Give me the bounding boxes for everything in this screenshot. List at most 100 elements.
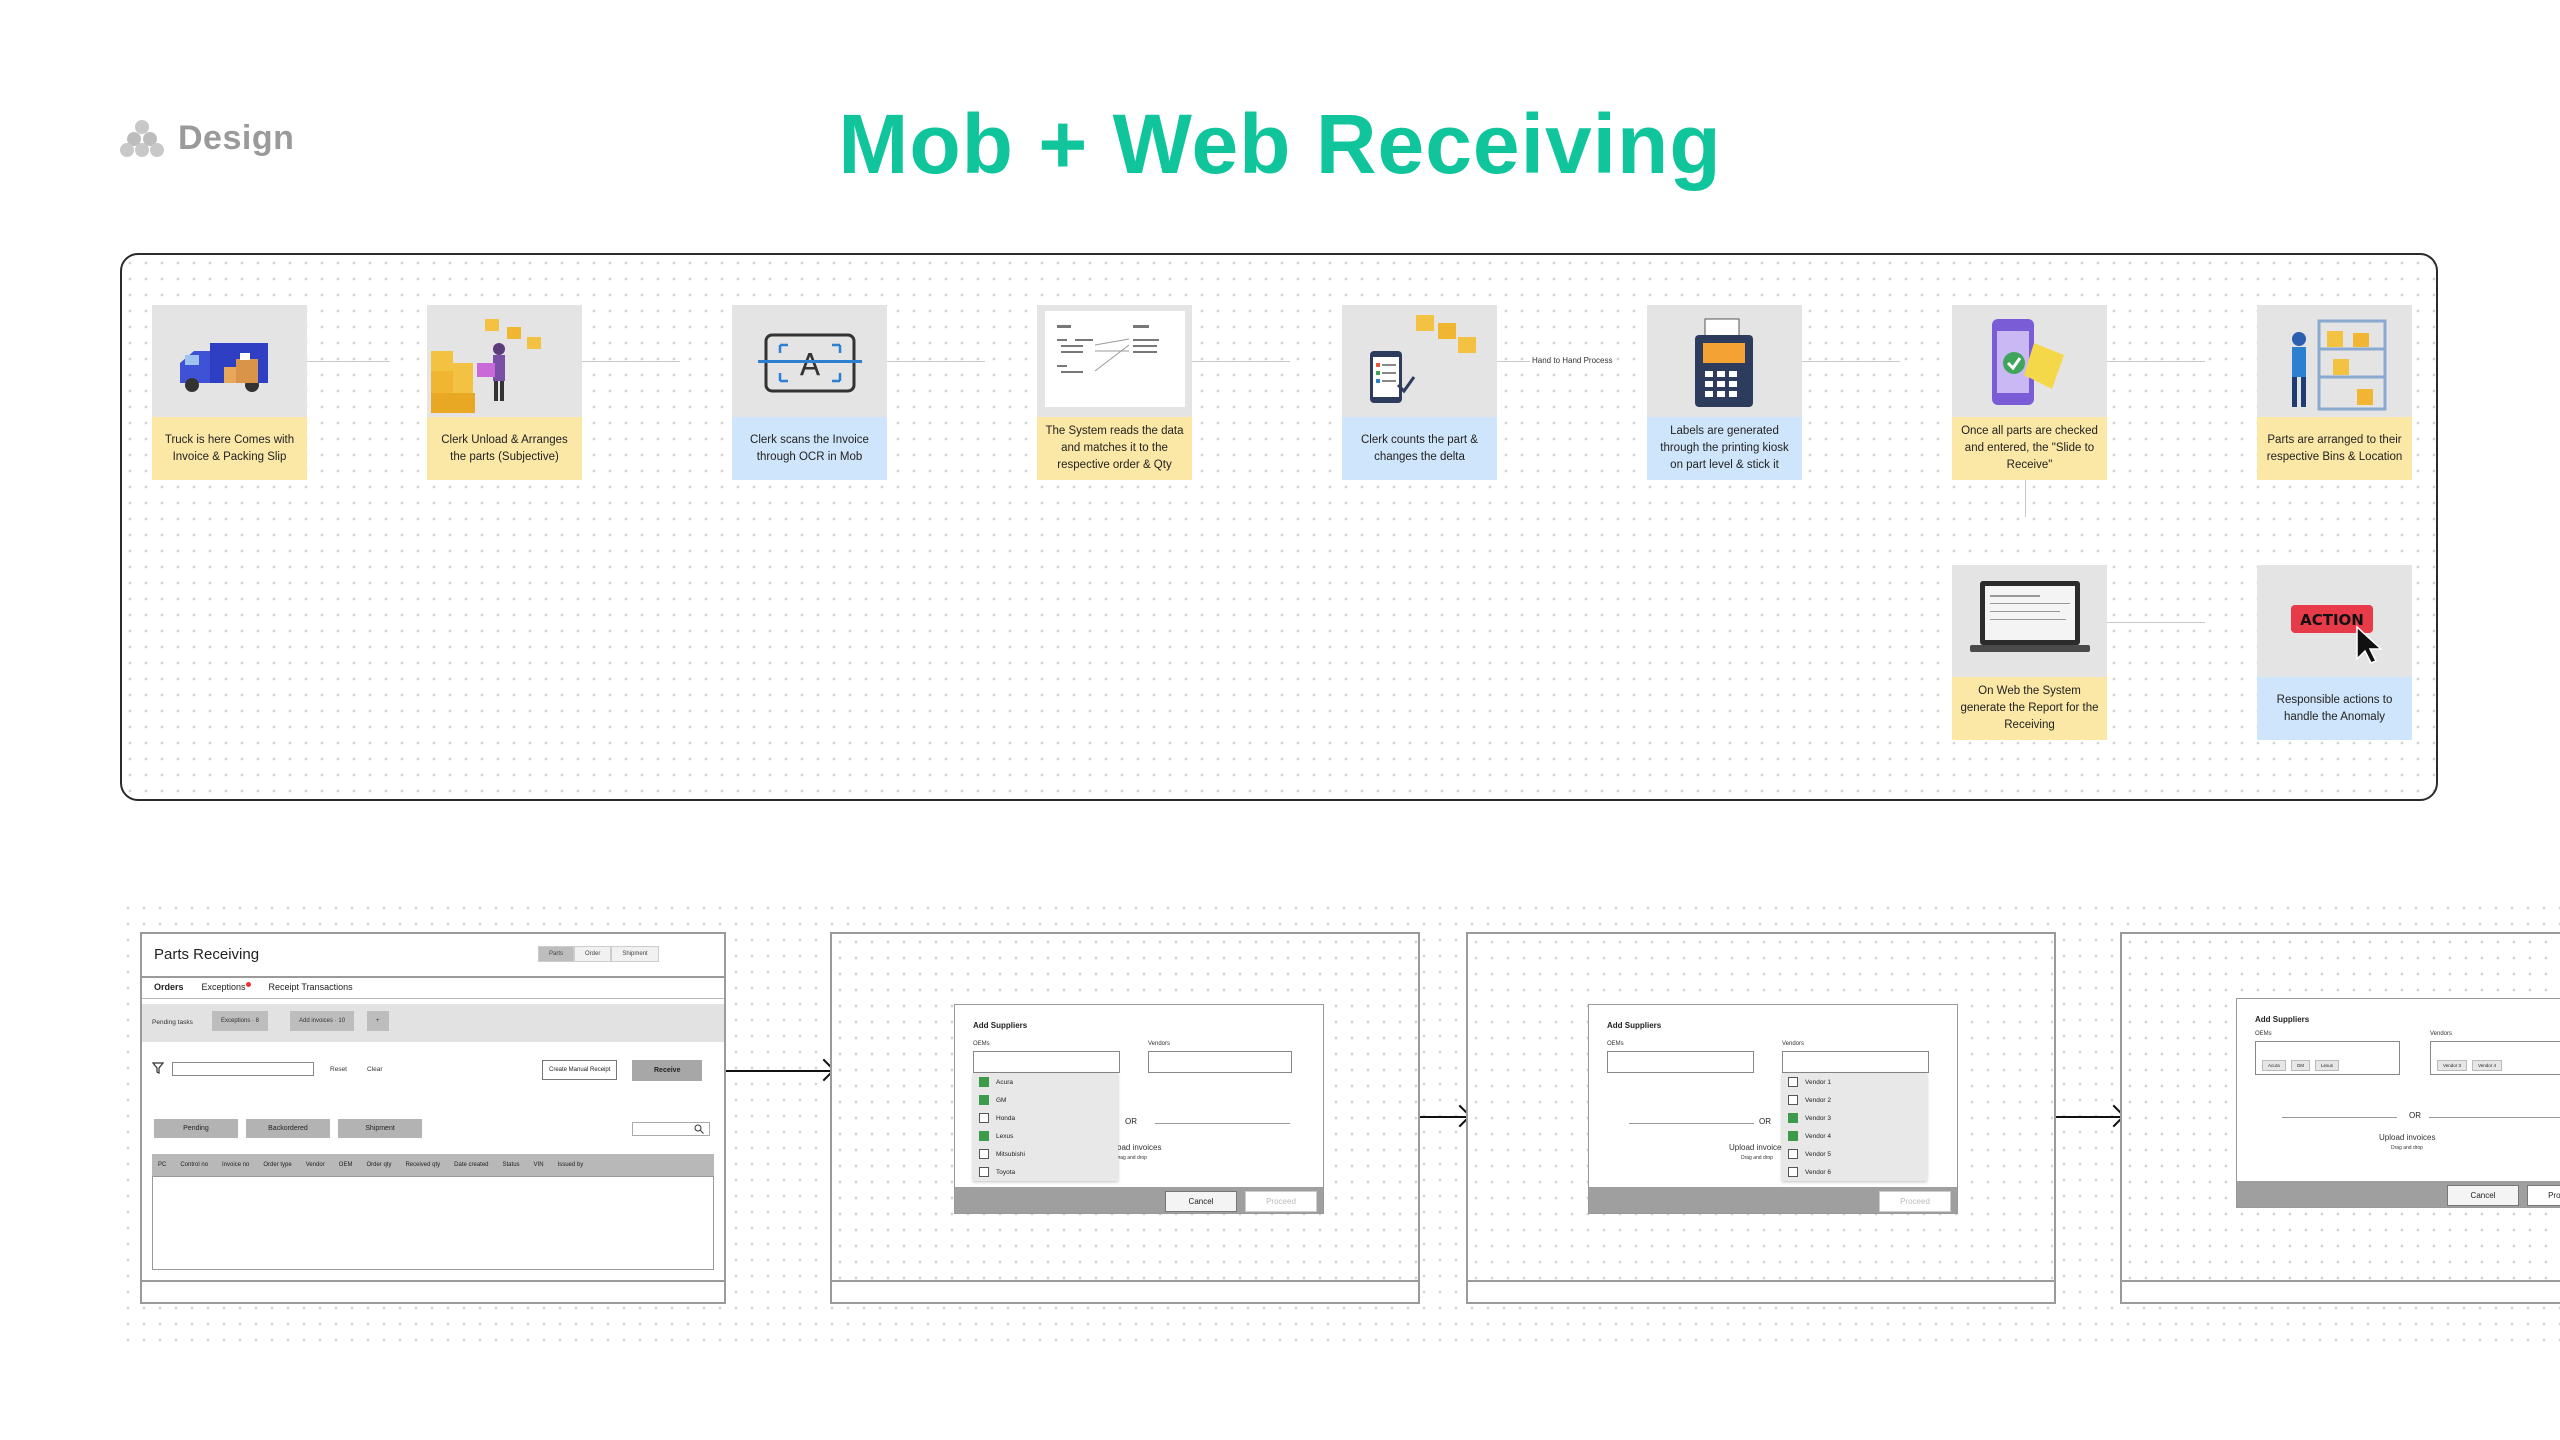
divider <box>142 976 724 978</box>
design-logo-icon <box>120 120 164 157</box>
option-label: Toyota <box>996 1168 1016 1176</box>
receive-button[interactable]: Receive <box>632 1060 703 1081</box>
oems-select[interactable] <box>973 1051 1120 1073</box>
col-header: Control no <box>180 1162 209 1168</box>
tab-exceptions[interactable]: Exceptions <box>202 982 251 992</box>
wireframe-add-suppliers-vendors: Add Suppliers OEMs Vendors OR Upload inv… <box>1466 932 2056 1304</box>
upload-sub: Drag and drop <box>1741 1155 1773 1161</box>
vendors-select[interactable] <box>1782 1051 1929 1073</box>
exceptions-chip[interactable]: Exceptions · 8 <box>212 1011 269 1031</box>
oems-select[interactable]: Acura GM Lexus <box>2255 1041 2400 1075</box>
connector-line <box>2107 622 2205 623</box>
upload-label[interactable]: Upload invoices <box>2379 1133 2436 1142</box>
filter-icon[interactable] <box>152 1062 164 1074</box>
upload-sub: Drag and drop <box>2391 1145 2423 1151</box>
wf-footer <box>1468 1280 2054 1302</box>
step-caption: Clerk Unload & Arranges the parts (Subje… <box>427 417 582 480</box>
add-invoices-chip[interactable]: Add invoices · 10 <box>290 1011 355 1031</box>
flow-step-slide-receive: Once all parts are checked and entered, … <box>1952 305 2107 480</box>
upload-label[interactable]: Upload invoices <box>1105 1143 1162 1152</box>
vendor-option[interactable]: Vendor 3 <box>1782 1109 1927 1127</box>
connector-line <box>1802 361 1900 362</box>
checkbox[interactable] <box>979 1167 989 1177</box>
wf-footer <box>142 1280 724 1302</box>
oems-select[interactable] <box>1607 1051 1754 1073</box>
step-caption: Labels are generated through the printin… <box>1647 417 1802 480</box>
vendor-option[interactable]: Vendor 2 <box>1782 1091 1927 1109</box>
create-manual-receipt-button[interactable]: Create Manual Receipt <box>542 1060 618 1080</box>
clear-link[interactable]: Clear <box>367 1066 383 1073</box>
oem-option[interactable]: Acura <box>973 1073 1118 1091</box>
filter-shipment-button[interactable]: Shipment <box>338 1119 422 1138</box>
segment-order[interactable]: Order <box>574 946 612 962</box>
checkbox[interactable] <box>1788 1131 1798 1141</box>
search-input[interactable] <box>632 1122 710 1136</box>
checkbox[interactable] <box>979 1113 989 1123</box>
tab-receipt-transactions[interactable]: Receipt Transactions <box>268 982 353 992</box>
connector-line <box>582 361 680 362</box>
oem-option[interactable]: Mitsubishi <box>973 1145 1118 1163</box>
col-header: Issued by <box>557 1162 584 1168</box>
vendor-tag[interactable]: Vendor 3 <box>2437 1060 2468 1071</box>
oem-option[interactable]: GM <box>973 1091 1118 1109</box>
col-header: VIN <box>533 1162 544 1168</box>
checkbox[interactable] <box>1788 1077 1798 1087</box>
segment-parts[interactable]: Parts <box>538 946 575 962</box>
checkbox[interactable] <box>979 1095 989 1105</box>
pending-tasks-bar: Pending tasks Exceptions · 8 Add invoice… <box>142 1004 724 1042</box>
segment-shipment[interactable]: Shipment <box>611 946 659 962</box>
cancel-button[interactable]: Cancel <box>2447 1185 2519 1206</box>
vendor-option[interactable]: Vendor 5 <box>1782 1145 1927 1163</box>
vendors-select[interactable]: Vendor 3 Vendor 4 <box>2430 1041 2560 1075</box>
oem-option[interactable]: Toyota <box>973 1163 1118 1181</box>
wf-footer <box>2122 1280 2560 1302</box>
proceed-button[interactable]: Proceed <box>1245 1191 1317 1212</box>
checkbox[interactable] <box>979 1131 989 1141</box>
tab-exceptions-label: Exceptions <box>201 982 246 992</box>
oem-option[interactable]: Honda <box>973 1109 1118 1127</box>
vendor-tag[interactable]: Vendor 4 <box>2472 1060 2503 1071</box>
flow-step-labels: Labels are generated through the printin… <box>1647 305 1802 480</box>
filter-backordered-button[interactable]: Backordered <box>246 1119 330 1138</box>
hand-to-hand-label: Hand to Hand Process <box>1530 356 1615 365</box>
flow-step-data-match: The System reads the data and matches it… <box>1037 305 1192 480</box>
dialog-footer: Cancel Proceed <box>2237 1181 2560 1207</box>
view-segment-control[interactable]: Parts Order Shipment <box>538 946 659 962</box>
option-label: Vendor 6 <box>1805 1168 1832 1176</box>
cancel-button[interactable]: Cancel <box>1165 1191 1237 1212</box>
ocr-scan-icon: A <box>732 305 887 417</box>
proceed-button[interactable]: Proceed <box>2527 1185 2560 1206</box>
filter-pending-button[interactable]: Pending <box>154 1119 238 1138</box>
wf-page-title: Parts Receiving <box>154 946 260 963</box>
checkbox[interactable] <box>1788 1149 1798 1159</box>
checkbox[interactable] <box>1788 1113 1798 1123</box>
filter-input[interactable] <box>172 1062 314 1076</box>
vendor-option[interactable]: Vendor 1 <box>1782 1073 1927 1091</box>
wf-tabs: Orders Exceptions Receipt Transactions <box>154 982 353 992</box>
oem-tag[interactable]: GM <box>2290 1060 2311 1071</box>
wireframe-parts-receiving: Parts Receiving Parts Order Shipment Ord… <box>140 932 726 1304</box>
oem-tag[interactable]: Lexus <box>2315 1060 2340 1071</box>
checkbox[interactable] <box>979 1149 989 1159</box>
oem-tag[interactable]: Acura <box>2262 1060 2286 1071</box>
search-icon[interactable] <box>694 1124 704 1134</box>
add-chip-button[interactable]: + <box>367 1011 389 1031</box>
reset-link[interactable]: Reset <box>330 1066 347 1073</box>
checkbox[interactable] <box>1788 1167 1798 1177</box>
flow-step-truck: Truck is here Comes with Invoice & Packi… <box>152 305 307 480</box>
upload-label[interactable]: Upload invoices <box>1729 1143 1786 1152</box>
checkbox[interactable] <box>979 1077 989 1087</box>
divider <box>1155 1123 1290 1124</box>
checkbox[interactable] <box>1788 1095 1798 1105</box>
add-suppliers-dialog: Add Suppliers OEMs Vendors OR Upload inv… <box>1588 1004 1958 1214</box>
vendors-dropdown: Vendor 1 Vendor 2 Vendor 3 Vendor 4 Vend… <box>1782 1073 1927 1181</box>
oem-option[interactable]: Lexus <box>973 1127 1118 1145</box>
oems-label: OEMs <box>2255 1031 2272 1037</box>
vendors-select[interactable] <box>1148 1051 1292 1073</box>
slide-to-receive-icon <box>1952 305 2107 417</box>
tab-orders[interactable]: Orders <box>154 982 184 992</box>
vendor-option[interactable]: Vendor 6 <box>1782 1163 1927 1181</box>
vendor-option[interactable]: Vendor 4 <box>1782 1127 1927 1145</box>
proceed-button[interactable]: Proceed <box>1879 1191 1951 1212</box>
